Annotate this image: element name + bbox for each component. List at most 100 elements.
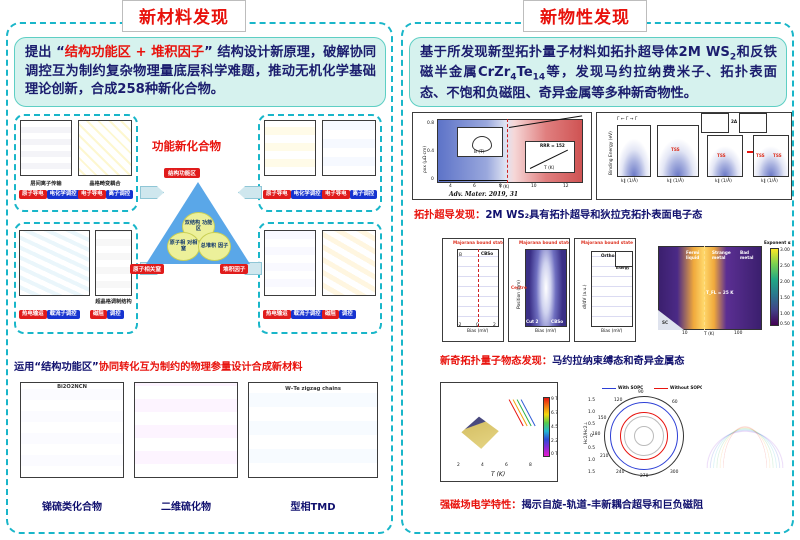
band-plot-2: [657, 125, 699, 177]
polar-ytick-6: 1.0: [588, 458, 595, 463]
micro-caption-1: 层间离子传输: [30, 181, 62, 187]
rrr-note: RRR = 152: [540, 143, 565, 148]
rt-xtick-3: 6: [505, 463, 508, 468]
polar-legend-2: Without SOPC: [670, 385, 702, 390]
right-caption-1-red: 拓扑超导发现：: [414, 210, 486, 221]
rt-cbar-tick-2: 6.75 T: [551, 411, 558, 416]
left-bottom-label-1: 锑硫类化合物: [42, 502, 102, 513]
resistivity-xlabel: T (K): [499, 185, 510, 190]
polar-ytick-7: 1.5: [588, 470, 595, 475]
triangle-right-label: 堆积因子: [220, 264, 249, 274]
band1-ylabel: Binding Energy (eV): [609, 131, 614, 175]
crystal-structure-7: [264, 230, 316, 296]
rt-cbar-tick-1: 9 T: [551, 397, 558, 402]
resistivity-xtick-4: 10: [531, 184, 537, 189]
left-band-caption: 运用“结构功能区”协同转化互为制约的物理参量设计合成新材料: [14, 358, 302, 373]
fig-caption-pill-2: 电子导电 离子调控: [78, 190, 134, 199]
phase-xtick-1: 10: [682, 331, 688, 336]
band3-tss: TSS: [717, 153, 726, 158]
band1-toplabel: Γ ← Γ → Γ: [617, 117, 638, 122]
crystal-structure-6: [322, 120, 376, 176]
stm1-zero-line: [478, 249, 479, 327]
fig-caption-pill-5: 原子导电 电化学调控: [263, 190, 324, 199]
rt-cbar-tick-4: 2.25 T: [551, 439, 558, 444]
band4-tss-a: TSS: [756, 153, 765, 158]
stm2-title: Majorana bound state: [519, 240, 570, 245]
stm3-xlabel: Bias (mV): [601, 329, 623, 334]
rt-xtick-2: 4: [481, 463, 484, 468]
phase-colorbar: [770, 248, 779, 326]
left-panel-title-tab: 新材料发现: [122, 0, 246, 32]
polar-ytick-1: 1.5: [588, 398, 595, 403]
band-caption-mid: 协同转化互为制约的物理参量设计合成新材料: [98, 362, 303, 373]
cbar-tick-4: 1.50: [780, 296, 790, 301]
pill-blue-8: 调控: [338, 310, 356, 319]
polar-curve-with-sopc: [610, 402, 678, 470]
stm3-inset-xlabel: Energy: [616, 266, 630, 270]
left-subframe-mid: [14, 222, 138, 334]
bottom-structure-2: [134, 382, 238, 478]
triangle-bubble-3: 总堆积 因子: [198, 232, 231, 261]
bottom-structure-3: [248, 382, 378, 478]
rt-colorbar: [543, 397, 550, 457]
left-summary-box: 提出 “结构功能区 + 堆积因子” 结构设计新原理，破解协同调控互为制约复杂物理…: [14, 37, 386, 107]
fig-caption-pill-6: 电子导电 离子调控: [322, 190, 378, 199]
polar-ytick-5: 0.5: [588, 446, 595, 451]
stm1-xtick-2: 0: [476, 323, 479, 328]
resistivity-ytick-3: 0: [431, 177, 434, 182]
band-plot-3: [707, 135, 743, 177]
left-summary-seg1: 提出 “: [25, 45, 65, 60]
left-summary-text: 提出 “结构功能区 + 堆积因子” 结构设计新原理，破解协同调控互为制约复杂物理…: [25, 44, 376, 100]
polar-angle-150: 150: [598, 416, 607, 421]
left-summary-seg3: ” 结构设计新原理，破解协同调控互为制约复杂物理量底层科学难题，推动无机化学基础…: [25, 45, 377, 98]
pill-red-3: 热电输运: [19, 310, 47, 319]
pill-red-7: 热电输运: [263, 310, 291, 319]
resistivity-figure-card: B (T) RRR = 152 T (K) ρxx (μΩ·cm) T (K) …: [412, 112, 592, 200]
left-subframe-topright: [258, 114, 382, 212]
stm1-site: CBSo: [481, 251, 494, 256]
crystal-structure-5: [264, 120, 316, 176]
stm3-inset: [615, 251, 633, 267]
micro-caption-3: 超晶格调制结构: [95, 299, 132, 305]
polar-angle-270: 270: [640, 474, 649, 479]
device-schematic: [461, 416, 499, 449]
phase-tfl-line: [704, 246, 705, 330]
stm3-ylabel: dI/dV (a.u.): [583, 284, 588, 309]
triangle-top-label: 结构功能区: [164, 168, 200, 178]
citation-text: Adv. Mater. 2019, 31: [449, 191, 519, 198]
left-subframe-midright: [258, 222, 382, 334]
polar-legend-line-1: [602, 388, 616, 390]
polar-ytick-2: 1.0: [588, 410, 595, 415]
pill-blue-1: 电化学调控: [46, 190, 80, 199]
gap-inset-2: [739, 113, 767, 133]
pill-blue-5: 电化学调控: [290, 190, 324, 199]
cbar-tick-6: 0.50: [780, 322, 790, 327]
stm3-title: Majorana bound state: [581, 240, 633, 245]
resistivity-xtick-1: 4: [449, 184, 452, 189]
resistivity-zero-segment: [439, 180, 507, 181]
cbar-tick-3: 2.00: [780, 280, 790, 285]
stm1-xtick-3: 2: [493, 323, 496, 328]
phase-xtick-2: 100: [734, 331, 743, 336]
polar-angle-210: 210: [600, 454, 609, 459]
right-caption-2-rest: 马约拉纳束缚态和奇异金属态: [552, 356, 685, 367]
left-bottom-label-3: 型相TMD: [290, 502, 336, 513]
pill-blue-7: 载流子调控: [290, 310, 324, 319]
right-sum-seg4: 等，发现马约拉纳费米子、拓扑表面态、不饱和负磁阻、奇异金属等多种新奇物性。: [420, 65, 777, 101]
magnetization-loop: [472, 136, 492, 152]
rt-xtick-1: 2: [457, 463, 460, 468]
stm2-cut-label: Cut 2: [526, 319, 539, 324]
left-panel-title: 新材料发现: [139, 8, 229, 28]
band4-tss-b: TSS: [773, 153, 782, 158]
phase-tfl-label: T_FL = 25 K: [706, 290, 734, 295]
band-plot-4: [753, 135, 789, 177]
stm3-site: Ortho: [601, 253, 615, 258]
bottom-structure-1: [20, 382, 124, 478]
stm2-center-label: Centre: [511, 285, 527, 290]
left-summary-highlight: 结构功能区 + 堆积因子: [64, 45, 205, 60]
band-structure-card: Γ ← Γ → Γ Binding Energy (eV) k∥ (1/Å) T…: [596, 112, 792, 200]
stm-map-card: Majorana bound state Centre Cut 2 CBSo P…: [508, 238, 570, 342]
pill-red-6: 电子导电: [322, 190, 350, 199]
phase-region-strange: Strange metal: [712, 250, 731, 260]
